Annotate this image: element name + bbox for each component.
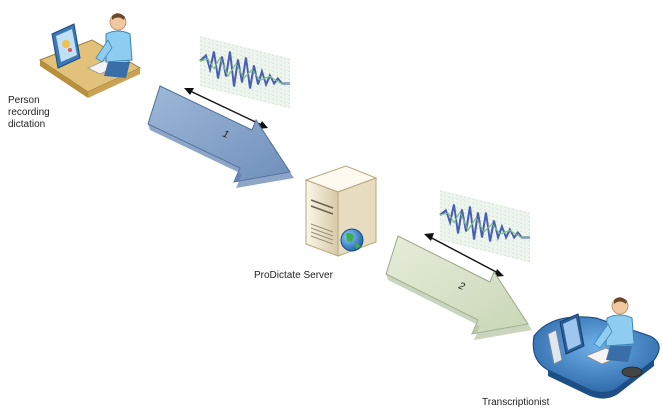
step-1-arrow	[147, 85, 294, 188]
globe-icon	[340, 228, 364, 252]
person-recording-dictation-label: Person recording dictation	[8, 95, 50, 130]
waveform-icon	[199, 36, 291, 109]
transcriptionist-workstation-icon	[532, 297, 660, 399]
step-2-arrow	[385, 235, 532, 340]
prodictate-server-label: ProDictate Server	[254, 270, 333, 281]
transcriptionist-label: Transcriptionist	[482, 397, 550, 408]
person-at-desk-icon	[38, 13, 142, 98]
waveform-icon	[439, 190, 531, 263]
transfer-double-arrow	[424, 233, 504, 277]
step-1-label: 1	[221, 129, 230, 141]
step-2-label: 2	[456, 280, 467, 293]
